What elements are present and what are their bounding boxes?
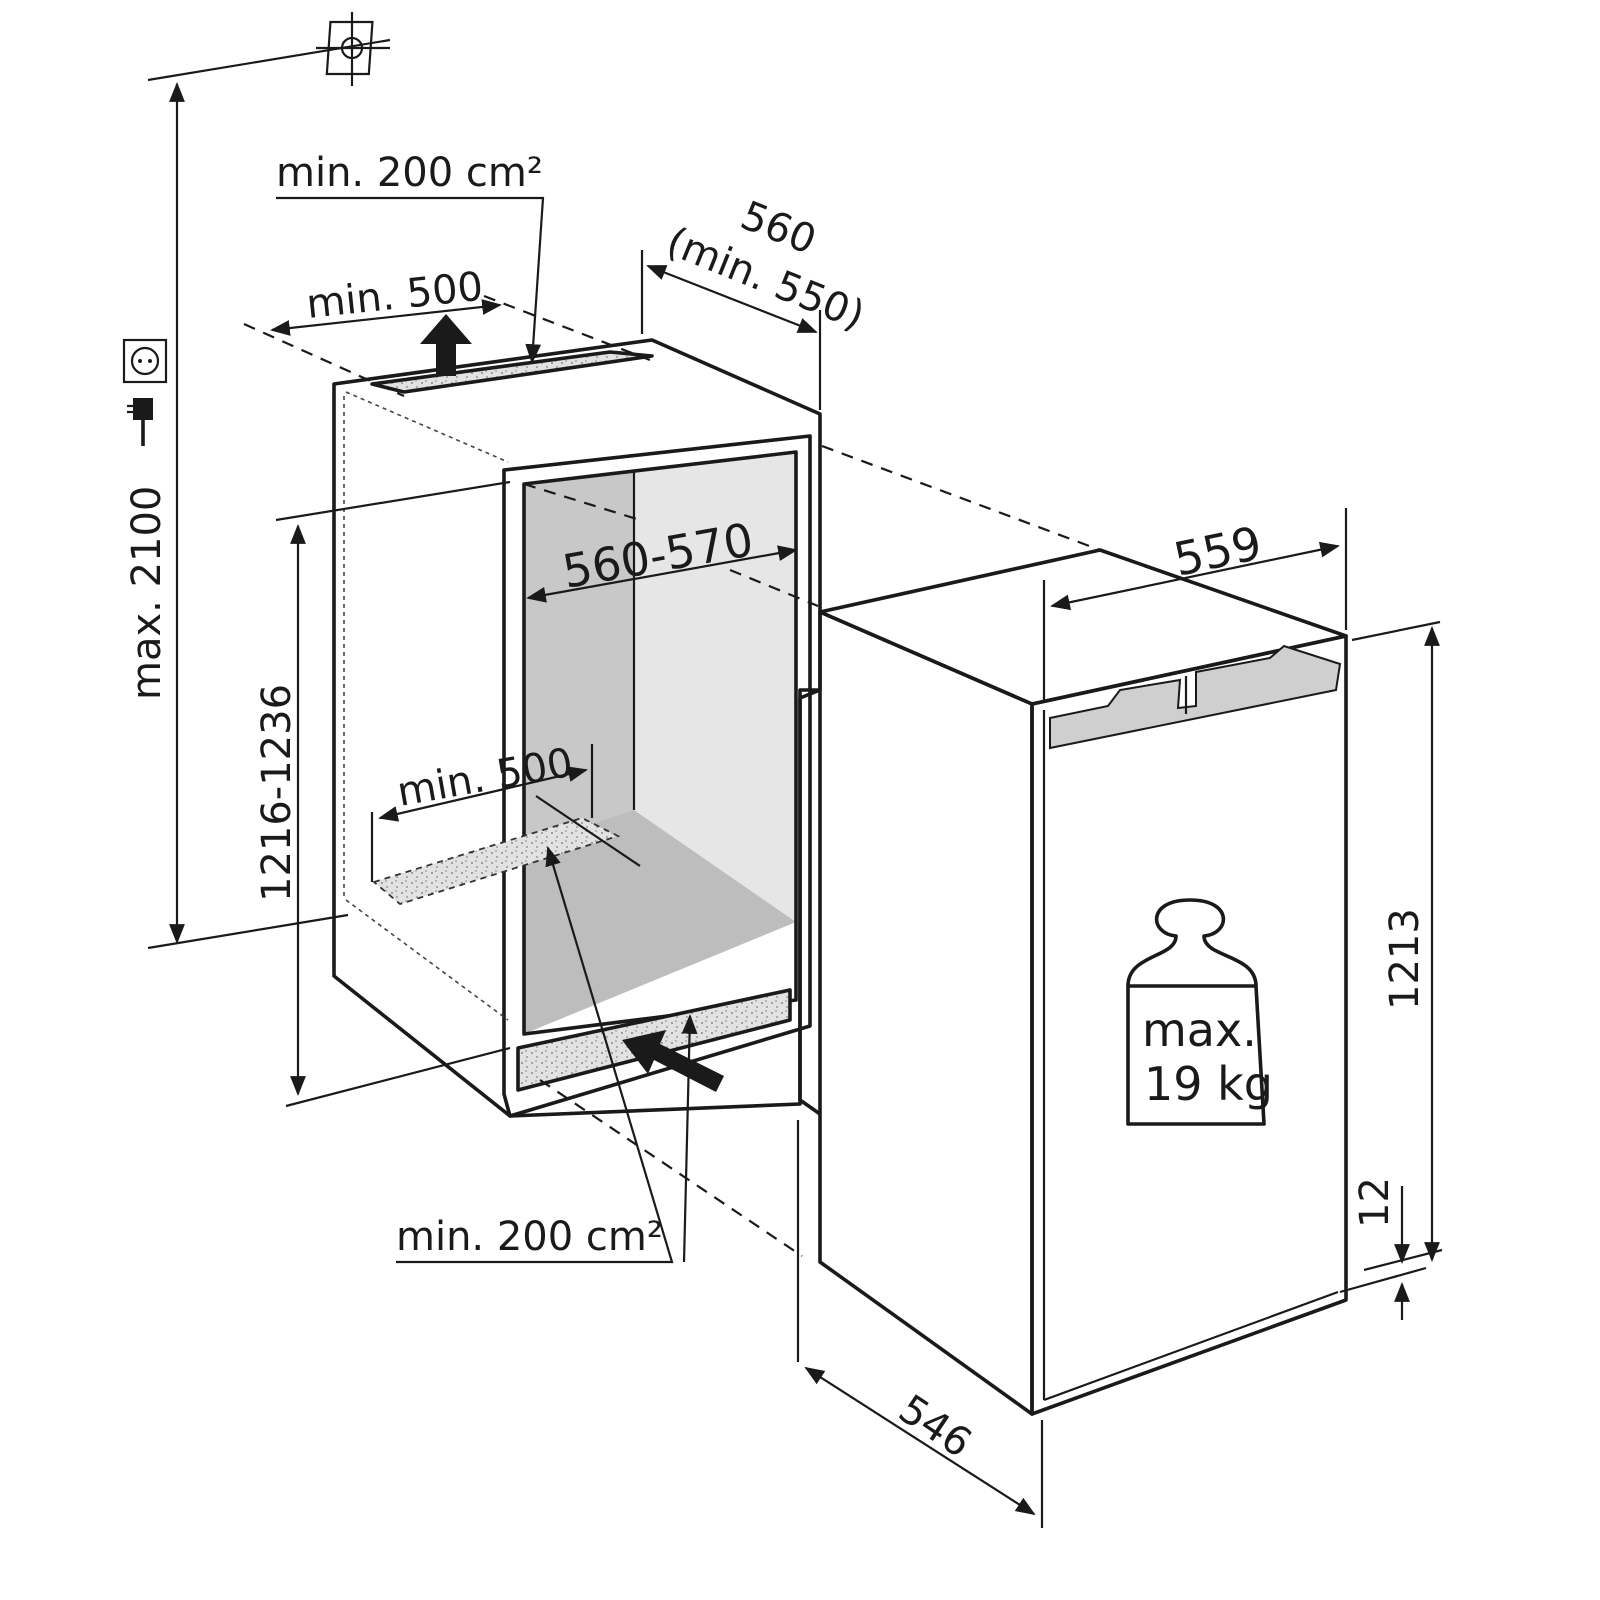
niche-cabinet (332, 338, 822, 1118)
niche-height-dimension: 1216-1236 (254, 480, 511, 1108)
bottom-vent-area-label: min. 200 cm² (396, 1214, 663, 1260)
appliance-height-dimension: 1213 (1351, 620, 1443, 1272)
appliance-depth-label: 546 (890, 1386, 979, 1467)
niche-depth-dimension: 560 (min. 550) (640, 193, 871, 410)
air-inlet-arrow (622, 1030, 724, 1092)
max-load-value: 19 kg (1144, 1057, 1273, 1111)
total-height-label: max. 2100 (124, 486, 170, 700)
weight-icon: max. 19 kg (1126, 898, 1273, 1126)
bottom-vent-area-callout: min. 200 cm² (396, 846, 698, 1264)
appliance-height-label: 1213 (1382, 908, 1428, 1010)
top-vent-width-label: min. 500 (304, 264, 485, 328)
appliance-refrigerator (798, 548, 1348, 1416)
wall-anchor-icon (147, 12, 391, 86)
max-load-label: max. (1142, 1003, 1257, 1057)
alignment-lines (539, 444, 1101, 1257)
top-vent-area-label: min. 200 cm² (276, 150, 543, 196)
power-socket-icon (122, 338, 168, 384)
power-plug-icon (127, 398, 153, 446)
appliance-depth-dimension: 546 (796, 1120, 1044, 1528)
door-gap-label: 12 (1352, 1177, 1398, 1228)
top-vent-area-callout: min. 200 cm² (276, 150, 545, 364)
appliance-width-label: 559 (1169, 516, 1266, 587)
total-height-dimension: max. 2100 (124, 82, 349, 950)
niche-height-label: 1216-1236 (254, 684, 300, 902)
door-gap-dimension: 12 (1339, 1177, 1427, 1320)
